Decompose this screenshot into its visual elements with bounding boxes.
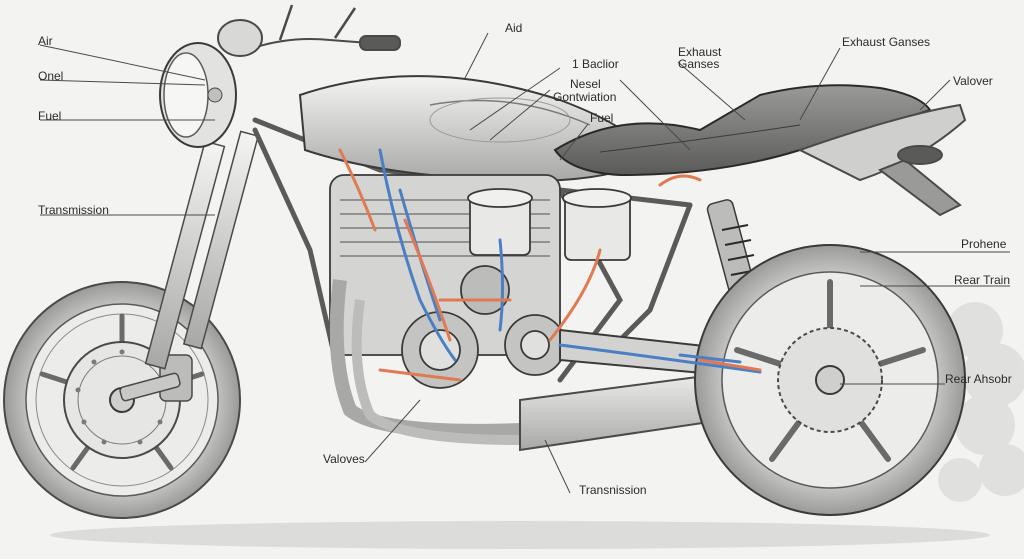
label-valover: Valover	[953, 74, 993, 88]
label-onel: Onel	[38, 69, 64, 83]
label-1-bacliar: 1 Baclior	[572, 57, 619, 71]
tail-section	[797, 103, 967, 217]
label-fuel-mid: Fuel	[590, 111, 614, 125]
label-transmission-bottom: Transnission	[579, 483, 647, 497]
label-fuel-left: Fuel	[38, 109, 62, 123]
label-exhaust: Exhaust	[678, 45, 722, 59]
rear-wheel	[694, 244, 966, 516]
headlight	[159, 42, 237, 148]
label-ganses: Ganses	[678, 57, 720, 71]
label-air: Air	[38, 34, 53, 48]
front-fork	[119, 130, 260, 402]
label-gontwiation: Gontwiation	[553, 90, 617, 104]
label-nesel: Nesel	[570, 77, 601, 91]
label-transmission-left: Transmission	[38, 203, 109, 217]
label-exhaust-ganses: Exhaust Ganses	[842, 35, 931, 49]
label-valoves: Valoves	[323, 452, 365, 466]
label-aid: Aid	[505, 21, 523, 35]
label-rear-train: Rear Train	[954, 273, 1011, 287]
label-prohene: Prohene	[961, 237, 1007, 251]
ground-shadow	[50, 521, 990, 549]
leader-lines	[39, 32, 1010, 494]
exhaust-flow-arrows	[338, 148, 762, 382]
handlebar	[217, 4, 401, 57]
label-rear-ahsobr: Rear Ahsobr	[945, 372, 1012, 386]
front-wheel	[3, 281, 241, 519]
